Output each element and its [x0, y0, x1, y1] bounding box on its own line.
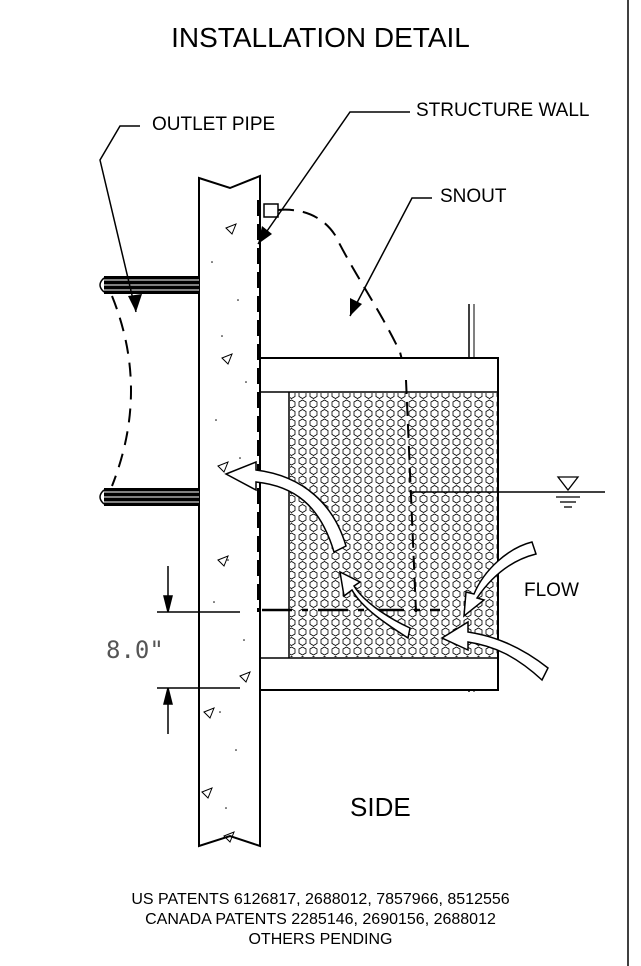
outlet-pipe-top — [99, 276, 199, 294]
outlet-pipe-opening — [111, 295, 132, 487]
concrete-aggregate — [201, 223, 251, 843]
snout-internal-dash — [405, 379, 417, 613]
snout-mount-bracket — [263, 203, 279, 218]
flow-arrow-internal — [339, 570, 411, 640]
snout-mesh — [290, 393, 497, 657]
view-label: SIDE — [350, 792, 411, 822]
structure-wall-label: STRUCTURE WALL — [416, 100, 590, 121]
flow-arrow-outlet — [224, 460, 347, 554]
flow-arrow-inlet-upper — [463, 541, 537, 618]
structure-wall-leader — [257, 111, 410, 245]
flow-arrows — [224, 460, 549, 682]
snout-label: SNOUT — [440, 186, 507, 207]
drawing-title: INSTALLATION DETAIL — [171, 22, 470, 53]
concrete-speckle — [211, 261, 247, 809]
canada-patents: CANADA PATENTS 2285146, 2690156, 2688012 — [145, 911, 496, 928]
outlet-pipe-leader — [99, 125, 140, 313]
leader-lines — [99, 111, 432, 317]
outlet-pipe-bottom — [99, 488, 199, 506]
outlet-pipe-label: OUTLET PIPE — [152, 114, 276, 135]
structure-wall — [198, 174, 261, 848]
flow-arrow-inlet-lower — [440, 620, 549, 682]
dimension-label: 8.0" — [106, 636, 164, 664]
us-patents: US PATENTS 6126817, 2688012, 7857966, 85… — [131, 891, 510, 908]
snout-leader — [349, 197, 432, 317]
dimension-marks — [157, 566, 240, 734]
leader-arrowheads — [128, 226, 362, 316]
others-pending: OTHERS PENDING — [248, 931, 393, 948]
flow-label: FLOW — [524, 580, 579, 601]
water-level-symbol — [556, 476, 580, 508]
snout-profile — [277, 208, 406, 373]
